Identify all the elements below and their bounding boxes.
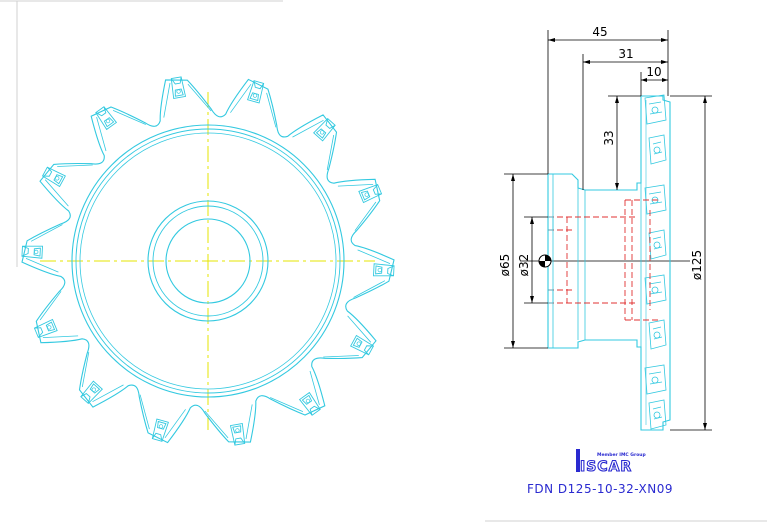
insert-front (21, 245, 43, 259)
center-marker-fill (539, 255, 551, 267)
hub-outer-circle (147, 200, 269, 322)
insert-side (644, 94, 667, 125)
insert-front (33, 318, 58, 338)
tool-designation: FDN D125-10-32-XN09 (527, 482, 673, 496)
hub-inner-circle (152, 205, 264, 317)
insert-front (313, 117, 336, 142)
insert-side (648, 229, 667, 260)
logo-tagline: Member IMC Group (597, 452, 647, 458)
insert-side (644, 274, 667, 305)
insert-side (648, 134, 667, 165)
insert-side (648, 399, 667, 430)
insert-front (373, 263, 395, 277)
insert-front (247, 80, 265, 104)
dim-overall-width: 45 (592, 25, 607, 39)
keyway-steps (548, 216, 554, 304)
side-insert-group (644, 94, 667, 430)
dim-body-width: 31 (618, 47, 633, 61)
body-chamfer-circle (79, 132, 337, 390)
insert-front (350, 334, 375, 356)
insert-front (229, 423, 246, 446)
dimension-lines (504, 30, 712, 431)
dim-insert-width: 10 (646, 65, 661, 79)
dim-insert-height: 33 (602, 130, 616, 145)
insert-front (80, 380, 103, 405)
logo-band-top (576, 449, 580, 472)
hidden-lines (548, 199, 660, 321)
insert-front (298, 391, 321, 416)
iscar-logo: Member IMC Group ISCAR (576, 449, 647, 476)
body-outer-circle-2 (75, 128, 341, 394)
insert-group (21, 76, 395, 446)
insert-side (644, 184, 667, 215)
body-outer-circle (71, 124, 345, 398)
dim-bore-diameter: ø32 (517, 254, 531, 277)
dim-cutter-diameter: ø125 (690, 250, 704, 280)
insert-side (648, 319, 667, 350)
cutter-front-view (21, 76, 395, 446)
cutter-side-view: 45 31 10 33 ø65 ø32 ø125 (498, 25, 712, 431)
bore-circle (165, 218, 251, 304)
dim-hub-diameter: ø65 (498, 254, 512, 277)
dimension-arrows (511, 38, 707, 430)
tooth-profile-inner-outline (25, 82, 391, 440)
insert-front (170, 76, 187, 99)
logo-brand: ISCAR (580, 459, 632, 475)
insert-side (644, 364, 667, 395)
insert-front (151, 418, 169, 442)
insert-front (358, 184, 383, 204)
insert-front (41, 166, 66, 188)
insert-front (95, 106, 118, 131)
